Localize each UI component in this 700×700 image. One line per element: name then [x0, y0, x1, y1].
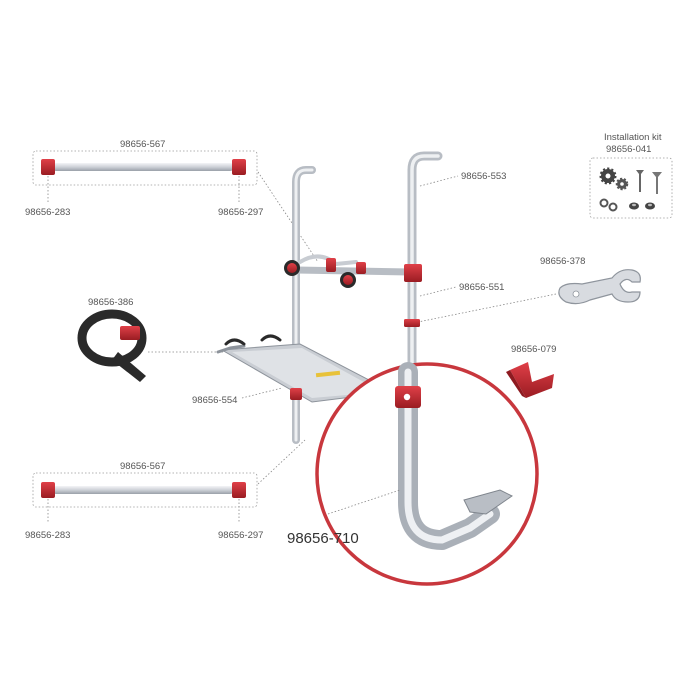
top-bar-assembly: 98656-567 98656-283 98656-297: [25, 139, 319, 263]
installation-kit: Installation kit 98656-041: [589, 132, 673, 219]
clamp-bracket-upper: [404, 264, 422, 282]
support-block-body: [510, 362, 554, 398]
detail-circle: [315, 362, 539, 586]
wrench-leader: [417, 293, 557, 323]
top-bar-tube: [52, 163, 234, 171]
detail-bracket-plate: [463, 489, 513, 515]
detail-bracket-leader: [327, 489, 401, 515]
bottom-bar-right-end-label: 98656-297: [218, 530, 263, 541]
top-bar-to-rack-leader: [257, 171, 319, 263]
installation-kit-frame: [589, 157, 673, 219]
top-bar-end-cap-left: [41, 159, 55, 175]
support-block-label: 98656-079: [511, 344, 556, 355]
clamp-bracket-mid: [404, 319, 420, 327]
top-bar-right-end-label: 98656-297: [218, 207, 263, 218]
clamp-bracket-leader: [419, 286, 457, 297]
strap-loop: [77, 309, 147, 367]
bottom-bar-left-end-label: 98656-283: [25, 530, 70, 541]
clamp-bracket-label: 98656-551: [459, 282, 504, 293]
upright-top-leader: [419, 175, 459, 187]
wrench-label: 98656-378: [540, 256, 585, 267]
strap-buckle: [120, 326, 140, 340]
wrench-hole: [572, 290, 580, 298]
wrench-body: [558, 269, 641, 305]
top-bar-left-end-label: 98656-283: [25, 207, 70, 218]
upright-top-label: 98656-553: [461, 171, 506, 182]
bottom-bar-end-cap-right: [232, 482, 246, 498]
bottom-bar-assembly: 98656-567 98656-283 98656-297: [25, 439, 306, 541]
support-block-shade: [506, 370, 526, 398]
bottom-bar-frame: [32, 472, 258, 508]
detail-bracket-label: 98656-710: [287, 530, 359, 547]
strap-tail: [112, 352, 146, 382]
support-block-part: 98656-079: [506, 344, 556, 398]
wheel-rail-label: 98656-554: [192, 395, 237, 406]
installation-kit-title: Installation kit: [604, 132, 662, 143]
top-bar-end-cap-right: [232, 159, 246, 175]
top-bar-part-label: 98656-567: [120, 139, 165, 150]
strap-label: 98656-386: [88, 297, 133, 308]
strap-part: 98656-386: [77, 297, 238, 382]
bottom-bar-tube: [52, 486, 234, 494]
bottom-bar-part-label: 98656-567: [120, 461, 165, 472]
bottom-bar-to-rack-leader: [257, 439, 306, 485]
detail-magnifier: 98656-710: [287, 362, 539, 586]
bottom-bar-end-cap-left: [41, 482, 55, 498]
top-bar-frame: [32, 150, 258, 186]
rack-bike-holder-arm: [284, 254, 422, 327]
installation-kit-part-label: 98656-041: [606, 144, 651, 155]
rack-uprights: [292, 151, 443, 444]
wheel-rail-leader: [241, 387, 283, 399]
wrench-part: 98656-378: [417, 256, 641, 323]
screws-and-nuts-icon: [599, 167, 662, 212]
